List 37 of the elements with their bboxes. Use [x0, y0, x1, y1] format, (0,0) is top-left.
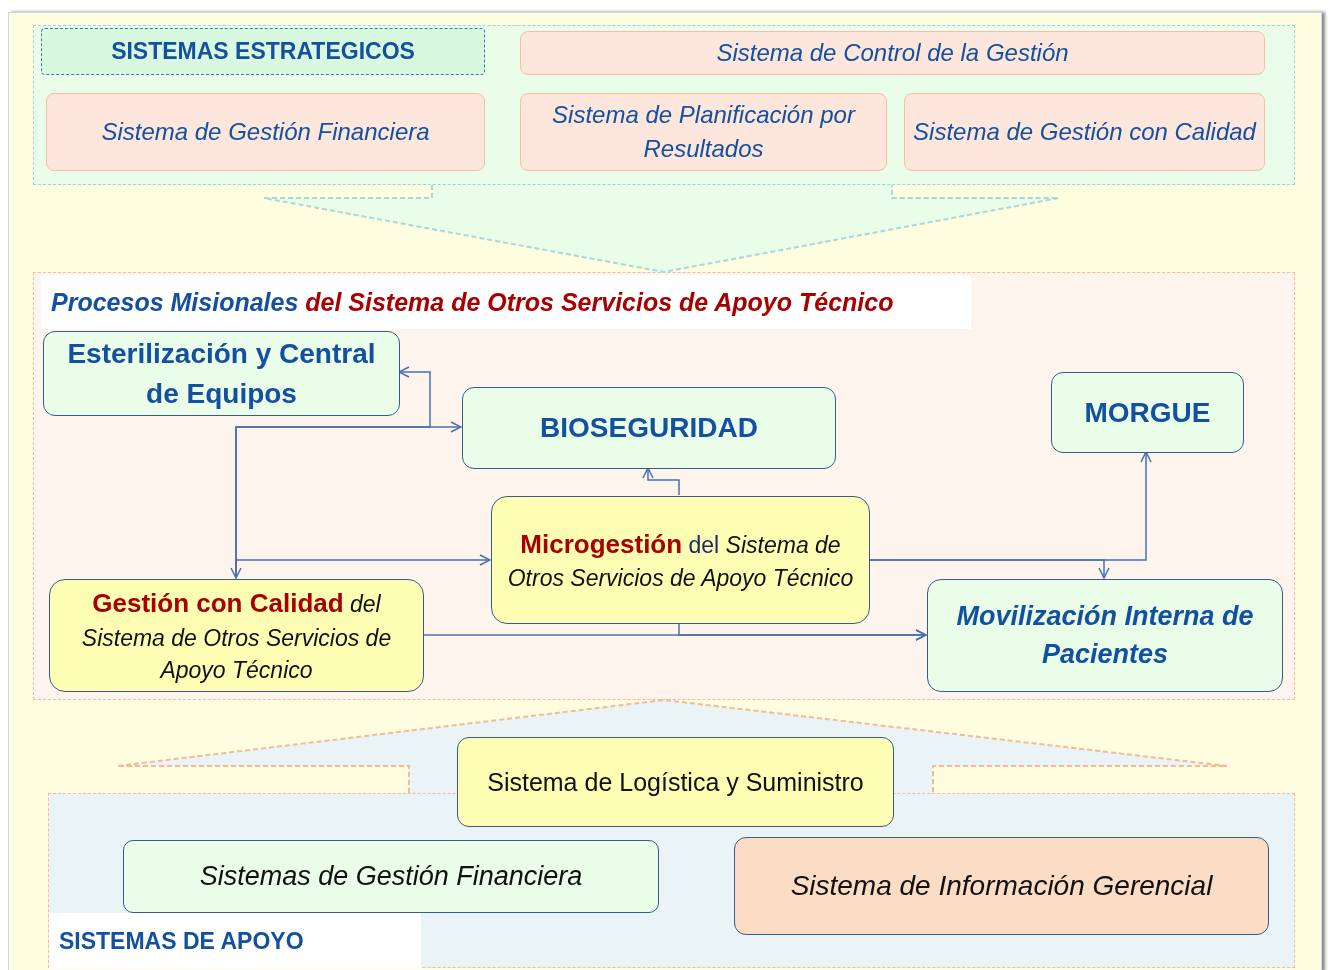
box-label: Movilización Interna de Pacientes: [955, 599, 1255, 671]
connector-arrow: [678, 622, 927, 641]
process-box: [43, 331, 400, 416]
connector-arrow: [642, 467, 680, 496]
box-label: Sistemas de Gestión Financiera: [198, 859, 584, 893]
system-box: [123, 840, 659, 913]
system-box: [46, 93, 485, 171]
heading-text: SISTEMAS ESTRATEGICOS: [111, 38, 415, 65]
system-box: [904, 93, 1265, 171]
process-box: [49, 579, 424, 692]
system-box: [734, 837, 1269, 935]
box-label: Gestión con Calidad del Sistema de Otros Servicios de Apoyo Técnico: [80, 587, 393, 685]
heading-text: Procesos Misionales del Sistema de Otros Servicios de Apoyo Técnico: [51, 287, 894, 317]
block-arrow: [116, 699, 1228, 794]
process-box: [927, 579, 1283, 692]
box-label: Esterilización y Central de Equipos: [66, 337, 377, 411]
process-box: [1051, 372, 1244, 453]
process-box: [491, 496, 870, 624]
group-panel: [33, 25, 1295, 185]
box-label: Microgestión del Sistema de Otros Servicios de Apoyo Técnico: [506, 527, 855, 594]
box-label: MORGUE: [1083, 395, 1212, 430]
system-box: [457, 737, 894, 827]
box-label: Sistema de Información Gerencial: [789, 869, 1214, 904]
group-panel: [33, 272, 1295, 700]
box-label: Sistema de Planificación por Resultados: [551, 100, 857, 164]
box-label: Sistema de Gestión con Calidad: [912, 117, 1258, 148]
heading-text: SISTEMAS DE APOYO: [59, 927, 304, 955]
process-box: [462, 387, 836, 469]
connector-arrow: [868, 559, 1110, 579]
block-arrow: [263, 184, 1060, 273]
system-box: [520, 31, 1265, 75]
box-label: BIOSEGURIDAD: [539, 411, 759, 446]
box-label: Sistema de Logística y Suministro: [486, 766, 865, 798]
box-label: Sistema de Gestión Financiera: [100, 117, 431, 148]
system-box: [520, 93, 887, 171]
connector-arrow: [230, 421, 462, 579]
box-label: Sistema de Control de la Gestión: [715, 38, 1070, 69]
